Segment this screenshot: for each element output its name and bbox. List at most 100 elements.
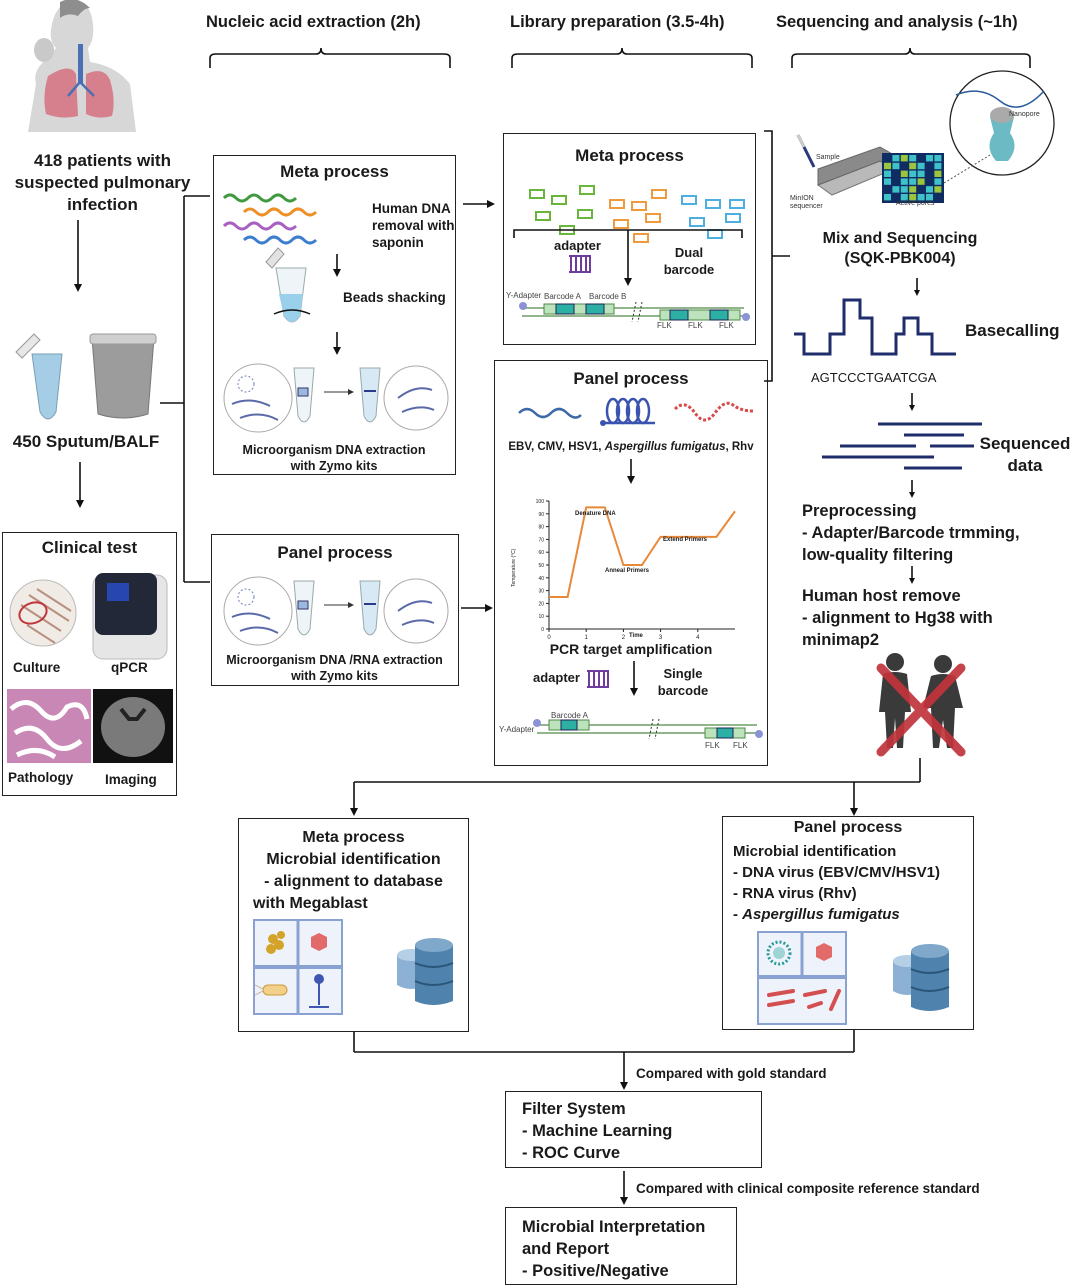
pore-cell	[926, 194, 933, 201]
pcr-annotation-anneal: Anneal Primers	[605, 568, 650, 574]
pore-cell	[884, 194, 891, 201]
header-sequencing-analysis: Sequencing and analysis (~1h)	[776, 13, 1018, 31]
pore-cell	[884, 170, 891, 177]
arrow-meta-extraction-to-library	[463, 200, 495, 208]
nanopore-icon	[989, 112, 1015, 161]
line-4-aspergillus: Aspergillus fumigatus	[742, 906, 900, 923]
dna-extraction-line-2: with Zymo kits	[290, 459, 378, 473]
filter-system-box: Filter System - Machine Learning - ROC C…	[505, 1091, 762, 1168]
dna-extraction-label: Microorganism DNA extraction with Zymo k…	[214, 442, 454, 474]
adapter-icon	[587, 670, 609, 688]
identification-meta-line-3: with Megablast	[253, 895, 368, 912]
pore-cell	[934, 178, 942, 185]
minion-line-1: MinION	[790, 195, 814, 202]
pcr-ylabel: Temperature (°C)	[511, 548, 517, 587]
panel-microbe-grid-icon	[757, 931, 847, 1025]
sputum-cup-icon	[91, 337, 155, 419]
basecalling-label: Basecalling	[965, 321, 1060, 340]
pore-cell	[917, 170, 925, 177]
targets-suffix: , Rhv	[725, 441, 754, 453]
host-removal-line-1: - alignment to Hg38 with	[802, 609, 993, 627]
arrow-down-icon	[909, 480, 915, 498]
pcr-annotation-denature: Denature DNA	[575, 511, 616, 517]
pcr-annotation-extend: Extend Primers	[663, 537, 708, 543]
beads-shacking-label: Beads shacking	[343, 290, 446, 305]
arrow-down-icon	[333, 332, 341, 355]
pcr-amplification-label: PCR target amplification	[549, 641, 713, 657]
arrow-down-icon	[627, 459, 635, 484]
dna-strands-icon	[222, 193, 318, 245]
header-braces	[209, 47, 1031, 68]
extraction-panel-box: Panel process Microorganism DNA /RNA ext…	[211, 534, 459, 686]
filter-system-line-2: - ROC Curve	[522, 1144, 621, 1162]
mix-sequencing-line-2: (SQK-PBK004)	[844, 250, 956, 267]
pore-cell	[900, 186, 908, 193]
filter-system-title: Filter System	[522, 1100, 626, 1118]
rna-extraction-label: Microorganism DNA /RNA extraction with Z…	[212, 652, 457, 684]
tube-icon	[15, 333, 41, 359]
identification-meta-text: Meta process Microbial identification - …	[239, 827, 468, 915]
extraction-meta-title: Meta process	[280, 162, 389, 181]
mix-sequencing-line-1: Mix and Sequencing	[822, 230, 978, 247]
rna-extraction-line-1: Microorganism DNA /RNA extraction	[226, 653, 443, 667]
preprocessing-step: Preprocessing - Adapter/Barcode trmming,…	[802, 500, 1020, 566]
flk-label: FLK	[705, 741, 720, 750]
minion-label: MinION sequencer	[790, 195, 823, 211]
active-pores-grid	[884, 155, 942, 201]
minion-line-2: sequencer	[790, 203, 823, 210]
connector-host-to-identification	[350, 758, 921, 816]
identification-meta-line-1: Microbial identification	[266, 851, 441, 868]
mix-sequencing-label: Mix and Sequencing (SQK-PBK004)	[800, 229, 1000, 269]
flk-label: FLK	[688, 321, 703, 330]
pore-cell	[892, 194, 900, 201]
pore-cell	[900, 170, 908, 177]
culture-dish-icon	[9, 579, 77, 647]
microbe-grid-icon	[253, 919, 343, 1015]
identification-panel-line-4: - Aspergillus fumigatus	[733, 904, 940, 925]
identification-meta-line-2: - alignment to database	[264, 873, 443, 890]
flk-label: FLK	[657, 321, 672, 330]
human-dna-removal-line-1: Human DNA	[372, 201, 451, 216]
report-line-1: Microbial Interpretation	[522, 1218, 706, 1236]
pcr-y-tick-label: 50	[538, 563, 544, 569]
pore-cell	[900, 178, 908, 185]
arrow-patients-to-samples	[74, 220, 82, 292]
patients-line-3: infection	[67, 195, 138, 214]
barcode-b-label: Barcode B	[589, 292, 627, 301]
active-pores-label: Active pores	[896, 200, 935, 207]
pcr-y-tick-label: 10	[538, 614, 544, 620]
rna-extraction-illustration	[223, 576, 449, 646]
filter-system-text: Filter System - Machine Learning - ROC C…	[506, 1092, 761, 1164]
pore-cell	[934, 186, 942, 193]
pcr-x-tick-label: 0	[547, 635, 551, 641]
pore-cell	[926, 178, 933, 185]
targets-aspergillus: Aspergillus fumigatus	[604, 441, 726, 453]
brace-sequencing	[791, 47, 1031, 68]
pore-cell	[909, 194, 917, 201]
pcr-y-tick-label: 30	[538, 589, 544, 595]
report-text: Microbial Interpretation and Report - Po…	[506, 1208, 736, 1282]
human-dna-removal-line-2: removal with	[372, 218, 455, 233]
dna-extraction-illustration	[223, 363, 449, 433]
pore-cell	[909, 155, 917, 162]
imaging-scan-icon	[93, 689, 173, 763]
pcr-x-tick-label: 4	[696, 635, 700, 641]
pore-cell	[884, 162, 891, 170]
qpcr-machine-icon	[92, 573, 168, 660]
pore-cell	[900, 162, 908, 170]
pore-cell	[884, 178, 891, 185]
coughing-patient-illustration	[28, 0, 136, 132]
compare-clinical-standard-label: Compared with clinical composite referen…	[636, 1181, 980, 1196]
human-host-removed-icon	[876, 653, 966, 757]
arrow-filter-to-report	[620, 1171, 628, 1205]
pore-cell	[909, 186, 917, 193]
y-adapter-label: Y-Adapter	[499, 725, 535, 734]
arrow-panel-extraction-to-library	[461, 604, 493, 612]
dual-barcode-line-2: barcode	[663, 262, 715, 277]
pcr-y-tick-label: 80	[538, 525, 544, 531]
clinical-test-box: Clinical test Culture qPCR Pathology Ima…	[2, 532, 177, 796]
line-4-prefix: -	[733, 906, 743, 923]
pcr-x-tick-label: 1	[585, 635, 589, 641]
library-panel-box: Panel process EBV, CMV, HSV1, Aspergillu…	[494, 360, 768, 766]
